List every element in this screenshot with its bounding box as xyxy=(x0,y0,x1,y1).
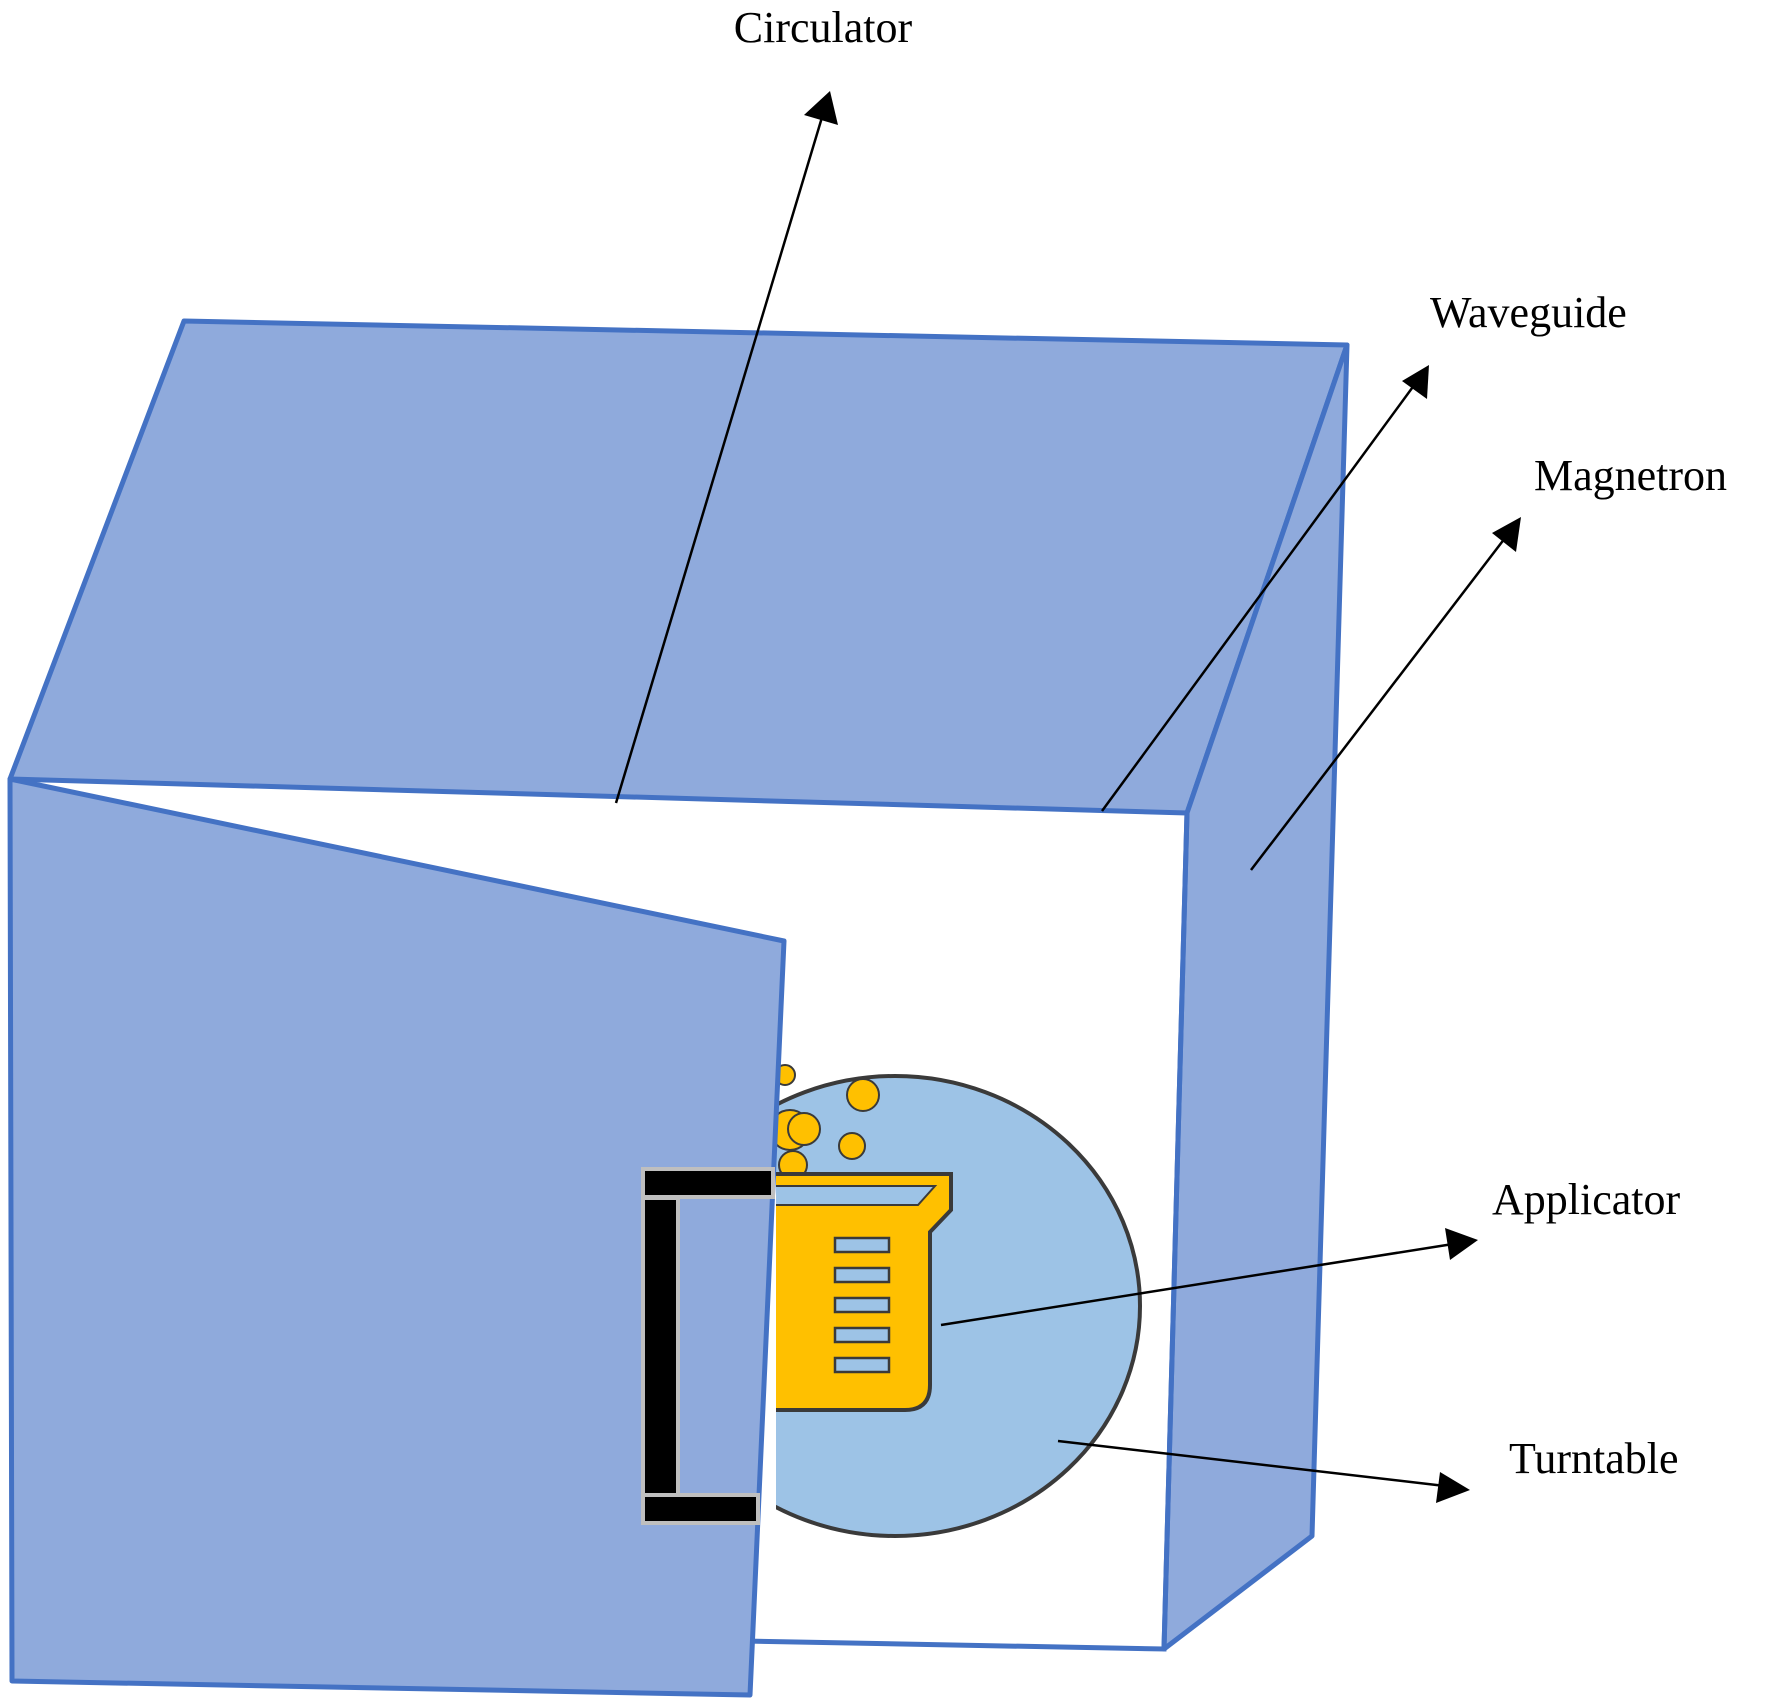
cabinet-opening-frame xyxy=(743,812,1190,1652)
callout-circulator-arrow xyxy=(614,91,838,804)
beaker-icon xyxy=(776,1064,953,1412)
callout-turntable-arrow xyxy=(1057,1439,1470,1503)
cabinet-top-panel xyxy=(7,318,1350,816)
door-panel xyxy=(7,776,787,1698)
label-circulator: Circulator xyxy=(734,3,913,52)
door-handle xyxy=(641,1167,775,1525)
label-magnetron: Magnetron xyxy=(1534,451,1727,500)
callout-applicator-arrow xyxy=(940,1228,1478,1327)
callout-magnetron-arrow xyxy=(1250,517,1521,871)
label-applicator: Applicator xyxy=(1492,1175,1681,1224)
callout-waveguide-arrow xyxy=(1100,365,1429,812)
label-turntable: Turntable xyxy=(1509,1434,1679,1483)
label-waveguide: Waveguide xyxy=(1430,288,1627,337)
